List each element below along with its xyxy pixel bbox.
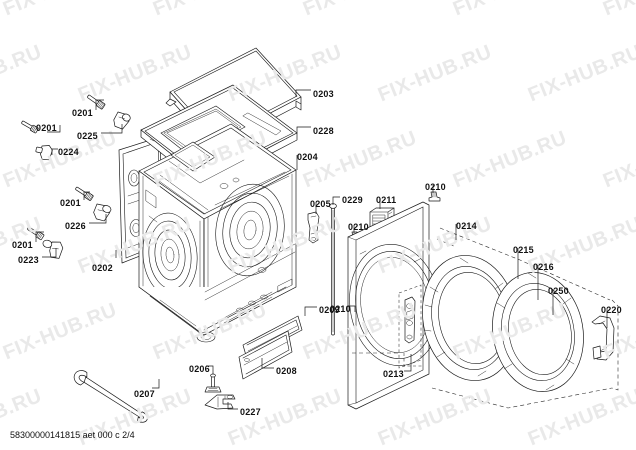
callout-label-0227: 0227 [240, 407, 261, 417]
callout-label-0210: 0210 [348, 222, 369, 232]
assembly-guides [352, 227, 619, 409]
cabinet-body-0204 [138, 123, 297, 343]
callout-label-0214: 0214 [456, 221, 477, 231]
callout-label-0207: 0207 [134, 389, 155, 399]
callout-label-0201b: 0201 [36, 123, 57, 133]
callout-label-0223: 0223 [18, 255, 39, 265]
callout-label-0226: 0226 [65, 221, 86, 231]
callout-label-0225: 0225 [77, 131, 98, 141]
callout-label-0213: 0213 [383, 369, 404, 379]
long-rod-0229 [329, 203, 337, 336]
callout-label-0216: 0216 [533, 262, 554, 272]
callout-label-0208: 0208 [276, 366, 297, 376]
callout-label-0250: 0250 [548, 286, 569, 296]
door-handle-0220 [591, 315, 615, 361]
callout-label-0206: 0206 [189, 364, 210, 374]
callout-label-0204: 0204 [297, 152, 318, 162]
callout-label-0210b: 0210 [425, 182, 446, 192]
callout-label-0211: 0211 [376, 195, 397, 205]
callout-label-0201d: 0201 [12, 240, 33, 250]
callout-label-0202: 0202 [92, 263, 113, 273]
door-trim-ring-0250 [492, 272, 584, 392]
callout-label-0229: 0229 [342, 195, 363, 205]
callout-label-0228: 0228 [313, 126, 334, 136]
callout-label-0201c: 0201 [60, 198, 81, 208]
callout-label-0205: 0205 [310, 199, 331, 209]
callout-label-0224: 0224 [58, 147, 79, 157]
callout-label-0209: 0209 [319, 305, 340, 315]
loose-parts-bottom [73, 370, 236, 423]
callout-label-0220: 0220 [601, 305, 622, 315]
callout-label-0210c: 0210 [330, 304, 351, 314]
callout-label-0203: 0203 [313, 89, 334, 99]
drawing-footer-code: 58300000141815 aet 000 c 2/4 [10, 430, 135, 440]
front-plinth-0208-0209 [238, 315, 303, 380]
callout-label-0201: 0201 [72, 108, 93, 118]
callout-label-0215: 0215 [513, 245, 534, 255]
